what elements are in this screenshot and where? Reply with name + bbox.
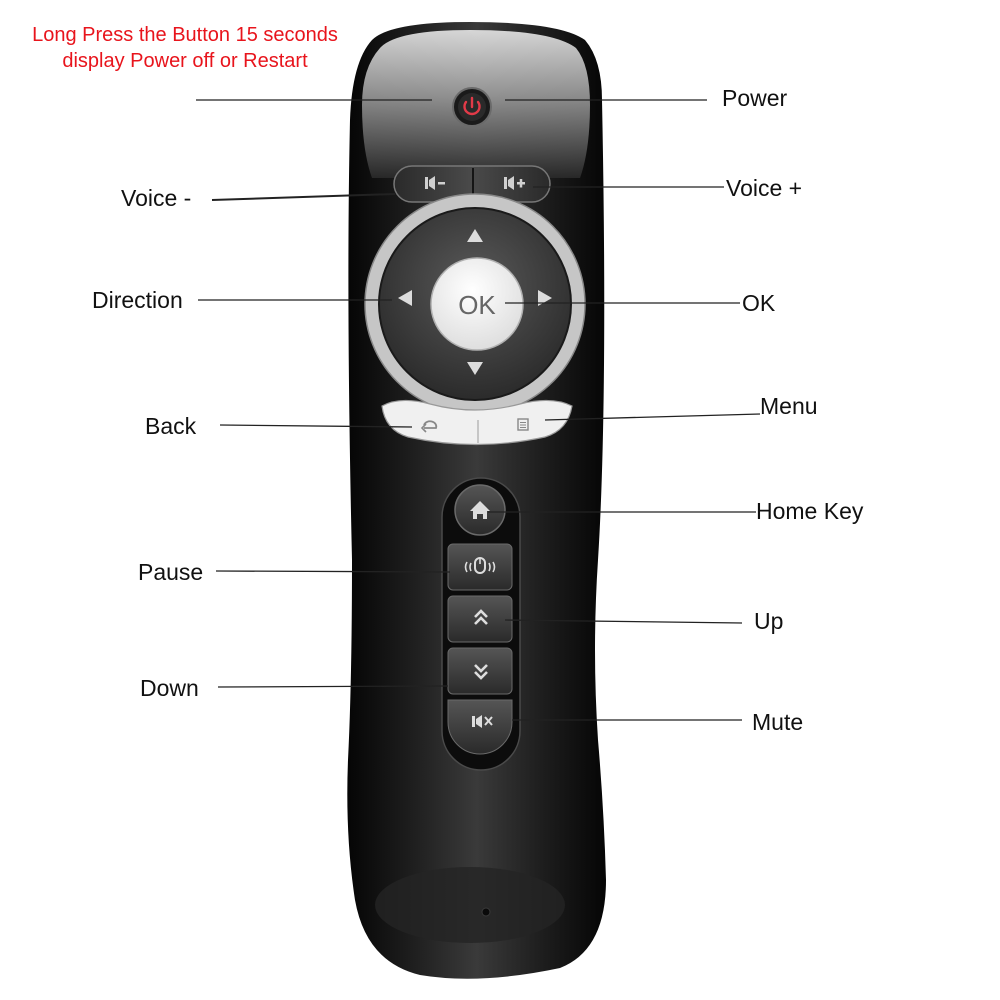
label-menu: Menu: [760, 393, 818, 419]
mouse-icon: [464, 557, 496, 574]
label-down: Down: [140, 675, 199, 701]
callout-line-back: [219, 424, 413, 428]
chevrons-up-icon: [474, 609, 488, 625]
callout-line-voice-minus: [211, 193, 396, 201]
voice-plus-button[interactable]: [504, 176, 525, 190]
callout-line-down: [217, 685, 449, 688]
volume-up-icon: [504, 176, 525, 190]
reset-hole: [481, 907, 491, 917]
power-icon: [463, 96, 481, 116]
label-ok: OK: [742, 290, 776, 316]
label-power: Power: [722, 85, 788, 111]
home-key-button[interactable]: [454, 484, 506, 536]
long-press-note-line1: Long Press the Button 15 seconds: [32, 24, 338, 46]
ok-button[interactable]: OK: [430, 257, 524, 351]
label-direction: Direction: [92, 287, 183, 313]
label-back: Back: [145, 413, 197, 439]
arrow-right-icon[interactable]: [538, 290, 552, 306]
down-button[interactable]: [447, 647, 513, 695]
power-button[interactable]: [452, 87, 492, 127]
arrow-left-icon[interactable]: [398, 290, 412, 306]
label-voice-minus: Voice -: [121, 185, 192, 211]
back-menu-bar: [381, 399, 573, 446]
arrow-down-icon[interactable]: [467, 362, 483, 375]
mute-icon: [472, 715, 493, 728]
label-mute: Mute: [752, 709, 804, 735]
arrow-up-icon[interactable]: [467, 229, 483, 242]
home-icon: [470, 501, 490, 519]
callout-lines: [196, 99, 761, 721]
callout-line-up: [504, 619, 743, 624]
label-up: Up: [754, 608, 784, 634]
menu-icon: [517, 418, 529, 431]
callout-line-pause: [215, 570, 451, 573]
mute-button[interactable]: [447, 699, 513, 755]
back-button[interactable]: [420, 420, 438, 433]
callout-line-menu: [544, 413, 761, 421]
voice-minus-button[interactable]: [425, 176, 445, 190]
ok-button-text: OK: [458, 290, 496, 320]
long-press-note-line2: display Power off or Restart: [62, 50, 308, 72]
label-pause: Pause: [138, 559, 204, 585]
menu-button[interactable]: [517, 418, 529, 431]
remote-bottom-sheen: [375, 867, 565, 943]
chevrons-down-icon: [474, 664, 488, 680]
long-press-note: Long Press the Button 15 seconds display…: [0, 22, 370, 74]
label-home-key: Home Key: [756, 498, 864, 524]
label-voice-plus: Voice +: [726, 175, 803, 201]
up-button[interactable]: [447, 595, 513, 643]
pause-button[interactable]: [447, 543, 513, 591]
volume-down-icon: [425, 176, 445, 190]
back-icon: [423, 420, 438, 429]
